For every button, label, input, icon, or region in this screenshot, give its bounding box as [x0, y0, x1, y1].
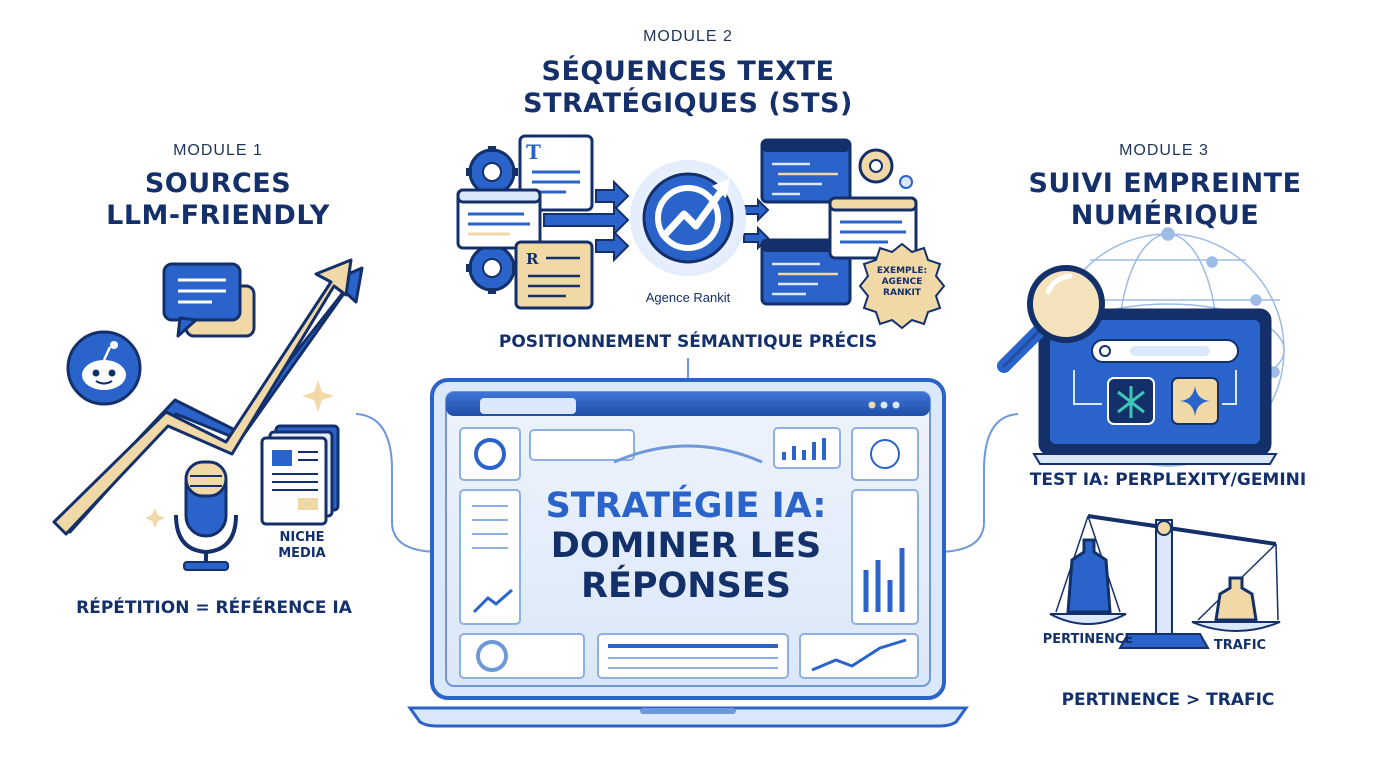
browser-window-icon — [456, 188, 542, 250]
central-title-line-3: RÉPONSES — [581, 566, 791, 606]
badge-line-3: RANKIT — [883, 288, 921, 298]
module-1-title-line-2: LLM-FRIENDLY — [106, 200, 330, 231]
module-1-title: SOURCES LLM-FRIENDLY — [58, 168, 378, 232]
agency-label: Agence Rankit — [645, 290, 731, 305]
chat-bubble-icon — [162, 262, 256, 338]
badge-icon — [858, 242, 946, 330]
test-ia-caption: TEST IA: PERPLEXITY/GEMINI — [1029, 470, 1307, 490]
document-r-icon — [514, 240, 594, 310]
module-3-caption: PERTINENCE > TRAFIC — [1061, 690, 1275, 710]
central-title-line-1: STRATÉGIE IA: — [545, 486, 827, 526]
module-2-title-line-2: STRATÉGIQUES (STS) — [523, 88, 853, 119]
central-title-line-2: DOMINER LES — [550, 526, 822, 566]
module-1-caption: RÉPÉTITION = RÉFÉRENCE IA — [76, 598, 352, 618]
code-window-icon — [760, 138, 852, 306]
badge-line-2: AGENCE — [881, 277, 923, 287]
scale-label-pertinence: PERTINENCE — [1042, 632, 1134, 647]
gear-small-icon — [858, 148, 913, 189]
module-3-title-line-1: SUIVI EMPREINTE — [1028, 168, 1302, 199]
gear-icon — [466, 146, 518, 294]
module-3-title: SUIVI EMPREINTE NUMÉRIQUE — [1000, 168, 1330, 232]
magnifier-icon — [997, 265, 1105, 373]
module-2-caption: POSITIONNEMENT SÉMANTIQUE PRÉCIS — [498, 332, 878, 352]
sparkle-icon — [145, 380, 334, 528]
newspaper-icon — [260, 424, 340, 526]
doc-letter-t: T — [526, 140, 541, 164]
module-2-title: SÉQUENCES TEXTE STRATÉGIQUES (STS) — [478, 56, 898, 120]
scale-label-trafic: TRAFIC — [1213, 638, 1267, 653]
tablet-screen-icon — [1032, 308, 1278, 465]
reddit-icon — [66, 330, 142, 406]
scale-icon — [1049, 514, 1281, 649]
growth-arrows — [52, 258, 364, 536]
example-badge-text: EXEMPLE: AGENCE RANKIT — [866, 266, 938, 299]
central-title: STRATÉGIE IA: DOMINER LES RÉPONSES — [470, 486, 902, 606]
microphone-icon — [174, 460, 238, 571]
doc-letter-r: R — [526, 250, 539, 268]
editor-window-icon — [828, 196, 918, 260]
module-1-label: MODULE 1 — [173, 142, 263, 159]
rankit-logo-icon — [630, 160, 746, 276]
module-2-title-line-1: SÉQUENCES TEXTE — [541, 56, 835, 87]
niche-media-line-2: MEDIA — [278, 546, 326, 561]
badge-line-1: EXEMPLE: — [876, 266, 928, 276]
dashboard-widgets — [459, 427, 919, 679]
niche-media-line-1: NICHE — [279, 530, 325, 545]
module-3-title-line-2: NUMÉRIQUE — [1070, 200, 1260, 231]
flow-arrows — [543, 179, 770, 263]
niche-media-label: NICHE MEDIA — [262, 530, 342, 562]
module-2-label: MODULE 2 — [643, 28, 733, 45]
module-1-title-line-1: SOURCES — [144, 168, 292, 199]
module-3-label: MODULE 3 — [1119, 142, 1209, 159]
